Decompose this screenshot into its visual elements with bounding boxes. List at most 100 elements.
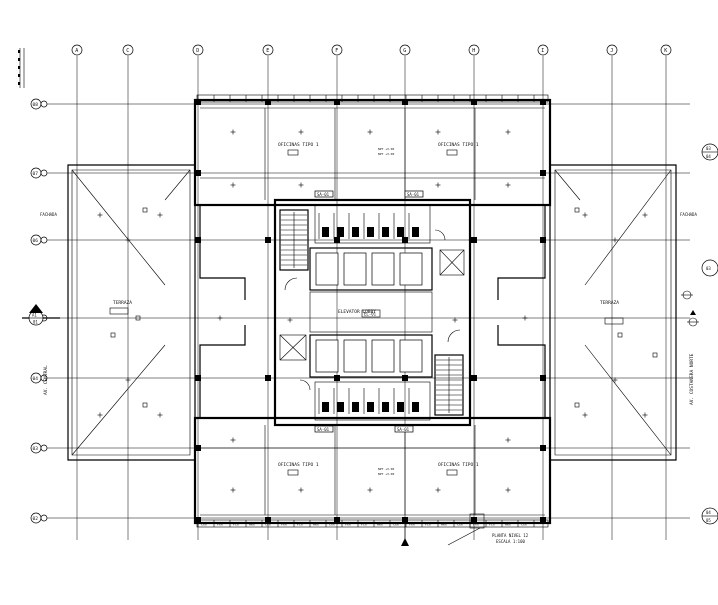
grid-label-row: 07 bbox=[33, 171, 39, 177]
window-tag: ARX bbox=[441, 523, 447, 527]
window-tag: FCX bbox=[233, 523, 239, 527]
section-mark-right-top: 03 04 bbox=[701, 143, 718, 161]
structural-column bbox=[195, 237, 201, 243]
section-mark-right-bottom-b: 05 bbox=[706, 518, 711, 523]
section-mark-right-top-a: 03 bbox=[706, 146, 711, 151]
window-tag: ARX bbox=[249, 523, 255, 527]
structural-column bbox=[402, 375, 408, 381]
service-core bbox=[273, 198, 472, 427]
window-tag: FXX bbox=[409, 523, 415, 527]
structural-column bbox=[265, 375, 271, 381]
detector-symbol bbox=[135, 315, 141, 321]
room-tag-box bbox=[287, 149, 299, 156]
grid-label-row: 03 bbox=[33, 446, 39, 452]
structural-column bbox=[471, 517, 477, 523]
grid-label-col: J bbox=[610, 48, 613, 54]
wc-fixture bbox=[412, 402, 419, 412]
section-mark-left-bottom: 01 bbox=[33, 320, 38, 325]
section-mark-left: A1 01 bbox=[22, 304, 60, 326]
window-tag: ARX bbox=[313, 523, 319, 527]
window-tag: CXX bbox=[265, 523, 271, 527]
room-label-bottom-right: OFICINAS TIPO 1 bbox=[438, 462, 479, 468]
facade-left-label: AV. CENTRAL bbox=[43, 365, 49, 395]
wc-fixture bbox=[367, 402, 374, 412]
section-mark-right-mid: 03 bbox=[701, 259, 718, 277]
window-tag: FCX bbox=[361, 523, 367, 527]
window-tag: FCX bbox=[489, 523, 495, 527]
structural-column bbox=[334, 99, 340, 105]
structural-column bbox=[540, 375, 546, 381]
window-tag: ARX bbox=[505, 523, 511, 527]
detector-symbol bbox=[574, 207, 580, 213]
window-tag: FXX bbox=[473, 523, 479, 527]
structural-column bbox=[265, 99, 271, 105]
terrace-tag-box bbox=[604, 317, 624, 325]
grid-bubble-col bbox=[192, 44, 204, 56]
grid-label-col: K bbox=[664, 48, 667, 54]
structural-column bbox=[471, 375, 477, 381]
grid-bubble-row-inner bbox=[40, 236, 48, 244]
window-tag: FXX bbox=[217, 523, 223, 527]
window-tag: ARX bbox=[377, 523, 383, 527]
lobby-code: EL-01 bbox=[364, 312, 377, 317]
structural-column bbox=[402, 517, 408, 523]
grid-label-col: D bbox=[196, 48, 199, 54]
grid-label-row: 06 bbox=[33, 238, 39, 244]
structural-column bbox=[402, 99, 408, 105]
room-label-top-left: OFICINAS TIPO 1 bbox=[278, 142, 319, 148]
bottom-note-line2: ESCALA 1:100 bbox=[496, 539, 525, 544]
grid-label-col: I bbox=[541, 48, 544, 54]
code-tag-text: SA-01 bbox=[317, 427, 330, 432]
section-mark-right-mid-text: 03 bbox=[706, 266, 711, 271]
facade-left-note: FACHADA bbox=[40, 212, 57, 217]
grid-bubble-col bbox=[537, 44, 549, 56]
structural-column bbox=[265, 237, 271, 243]
structural-column bbox=[265, 517, 271, 523]
grid-bubble-col bbox=[399, 44, 411, 56]
grid-bubble-row-inner bbox=[40, 514, 48, 522]
wc-fixture bbox=[322, 402, 329, 412]
wc-fixture bbox=[367, 227, 374, 237]
section-mark-right-bottom-a: 04 bbox=[706, 510, 711, 515]
structural-column bbox=[540, 237, 546, 243]
grid-bubble-row-inner bbox=[40, 169, 48, 177]
terrace-tag-box bbox=[109, 307, 129, 315]
wc-fixture bbox=[337, 402, 344, 412]
wc-fixture bbox=[337, 227, 344, 237]
room-tag-box bbox=[446, 469, 458, 476]
section-mark-right-bottom: 04 05 bbox=[701, 507, 718, 525]
grid-bubble-row-inner bbox=[40, 444, 48, 452]
detector-symbol bbox=[617, 332, 623, 338]
wc-fixture bbox=[382, 227, 389, 237]
structural-column bbox=[540, 170, 546, 176]
wc-fixture bbox=[322, 227, 329, 237]
window-tag: CXX bbox=[457, 523, 463, 527]
structural-column bbox=[195, 517, 201, 523]
grid-label-row: 02 bbox=[33, 516, 39, 522]
window-tag: CXX bbox=[393, 523, 399, 527]
grid-bubble-col bbox=[606, 44, 618, 56]
code-tag bbox=[314, 190, 334, 198]
code-tag-text: SA-01 bbox=[317, 192, 330, 197]
structural-columns bbox=[195, 99, 546, 523]
facade-labels: AV. CENTRAL AV. COSTANERA NORTE FACHADA … bbox=[40, 212, 697, 405]
grid-bubble-col bbox=[122, 44, 134, 56]
structural-column bbox=[195, 99, 201, 105]
grid-label-col: C bbox=[126, 48, 129, 54]
room-tag-box bbox=[446, 149, 458, 156]
structural-column bbox=[195, 445, 201, 451]
detector-symbol bbox=[652, 352, 658, 358]
window-strip-top bbox=[196, 94, 549, 103]
code-tag bbox=[404, 190, 424, 198]
room-label-lobby: ELEVATOR LOBBY bbox=[338, 309, 376, 315]
wc-fixture bbox=[382, 402, 389, 412]
stair-bottom-treads bbox=[436, 357, 462, 413]
grid-label-col: G bbox=[403, 48, 406, 54]
level-symbols-right bbox=[681, 290, 699, 327]
wc-fixtures bbox=[318, 213, 419, 414]
grid-bubble-col bbox=[468, 44, 480, 56]
lobby-tag-box bbox=[361, 309, 381, 318]
grid-bubble-row-inner bbox=[40, 100, 48, 108]
